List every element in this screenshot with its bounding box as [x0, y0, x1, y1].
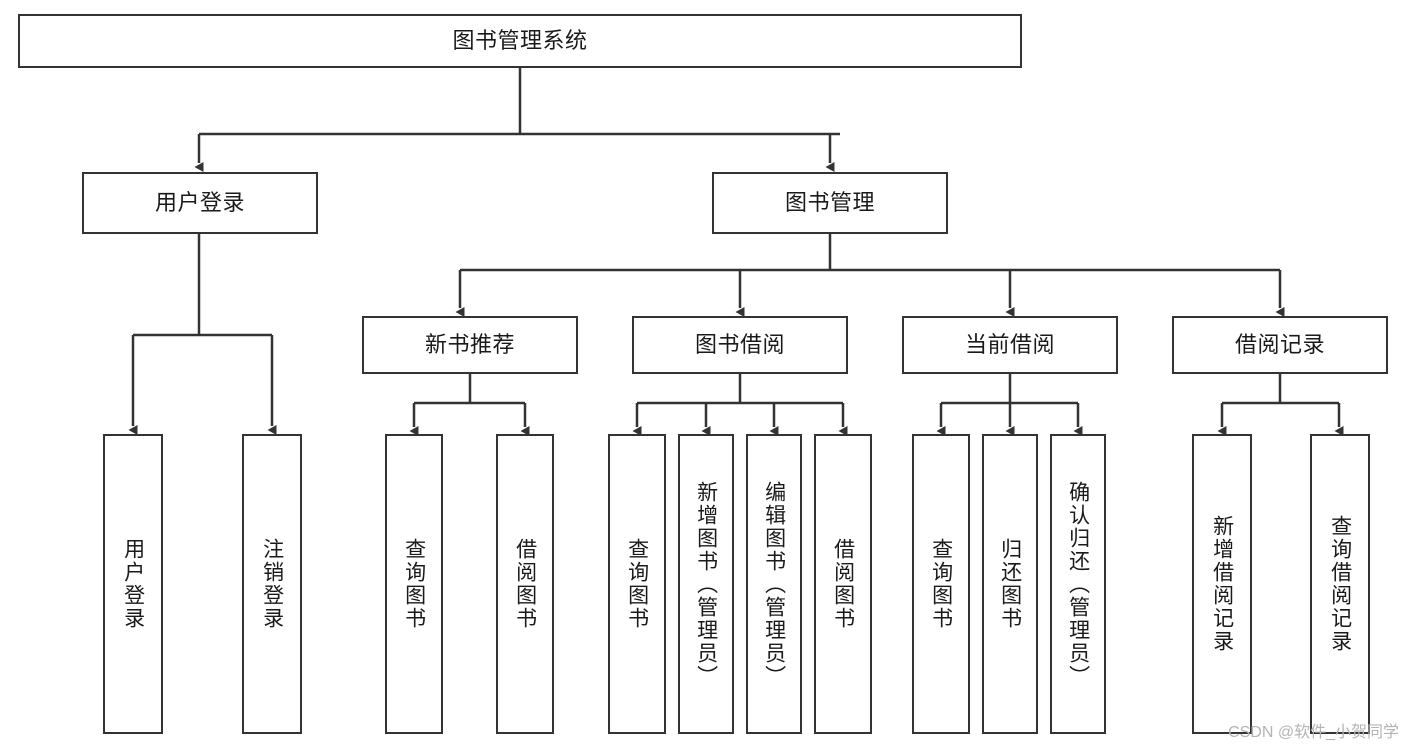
node-borrow-record-label: 借阅记录	[1234, 332, 1325, 358]
node-leaf-return-book-label: 归还图书	[998, 538, 1022, 630]
node-leaf-borrow-book-2[interactable]: 借阅图书	[814, 434, 872, 734]
node-leaf-add-book[interactable]: 新增图书（管理员）	[678, 434, 734, 734]
node-new-book-recommend-label: 新书推荐	[424, 332, 515, 358]
node-root[interactable]: 图书管理系统	[18, 14, 1022, 68]
node-current-borrow-label: 当前借阅	[964, 332, 1055, 358]
node-leaf-confirm-return[interactable]: 确认归还（管理员）	[1050, 434, 1106, 734]
node-leaf-query-book-3[interactable]: 查询图书	[912, 434, 970, 734]
node-leaf-user-logout-label: 注销登录	[260, 538, 284, 630]
node-user-login-label: 用户登录	[154, 190, 245, 216]
node-leaf-user-login[interactable]: 用户登录	[103, 434, 163, 734]
node-leaf-user-login-label: 用户登录	[121, 538, 145, 630]
node-book-borrow[interactable]: 图书借阅	[632, 316, 848, 374]
node-leaf-add-record-label: 新增借阅记录	[1210, 515, 1234, 653]
node-book-manage[interactable]: 图书管理	[712, 172, 948, 234]
node-current-borrow[interactable]: 当前借阅	[902, 316, 1118, 374]
node-leaf-query-book-1[interactable]: 查询图书	[385, 434, 443, 734]
node-new-book-recommend[interactable]: 新书推荐	[362, 316, 578, 374]
node-book-manage-label: 图书管理	[784, 190, 875, 216]
node-leaf-borrow-book-1[interactable]: 借阅图书	[496, 434, 554, 734]
node-leaf-edit-book-label: 编辑图书（管理员）	[762, 480, 786, 688]
csdn-watermark: CSDN @软件_小贺同学	[1228, 724, 1399, 741]
node-leaf-query-book-2[interactable]: 查询图书	[608, 434, 666, 734]
node-leaf-confirm-return-label: 确认归还（管理员）	[1066, 480, 1090, 688]
node-leaf-add-record[interactable]: 新增借阅记录	[1192, 434, 1252, 734]
node-book-borrow-label: 图书借阅	[694, 332, 785, 358]
node-borrow-record[interactable]: 借阅记录	[1172, 316, 1388, 374]
node-root-label: 图书管理系统	[452, 28, 588, 54]
node-leaf-add-book-label: 新增图书（管理员）	[694, 480, 718, 688]
node-leaf-query-record-label: 查询借阅记录	[1328, 515, 1352, 653]
node-leaf-query-record[interactable]: 查询借阅记录	[1310, 434, 1370, 734]
node-leaf-edit-book[interactable]: 编辑图书（管理员）	[746, 434, 802, 734]
node-leaf-query-book-1-label: 查询图书	[402, 538, 426, 630]
node-leaf-borrow-book-2-label: 借阅图书	[831, 538, 855, 630]
node-user-login[interactable]: 用户登录	[82, 172, 318, 234]
node-leaf-query-book-3-label: 查询图书	[929, 538, 953, 630]
node-leaf-borrow-book-1-label: 借阅图书	[513, 538, 537, 630]
node-leaf-query-book-2-label: 查询图书	[625, 538, 649, 630]
node-leaf-user-logout[interactable]: 注销登录	[242, 434, 302, 734]
node-leaf-return-book[interactable]: 归还图书	[982, 434, 1038, 734]
